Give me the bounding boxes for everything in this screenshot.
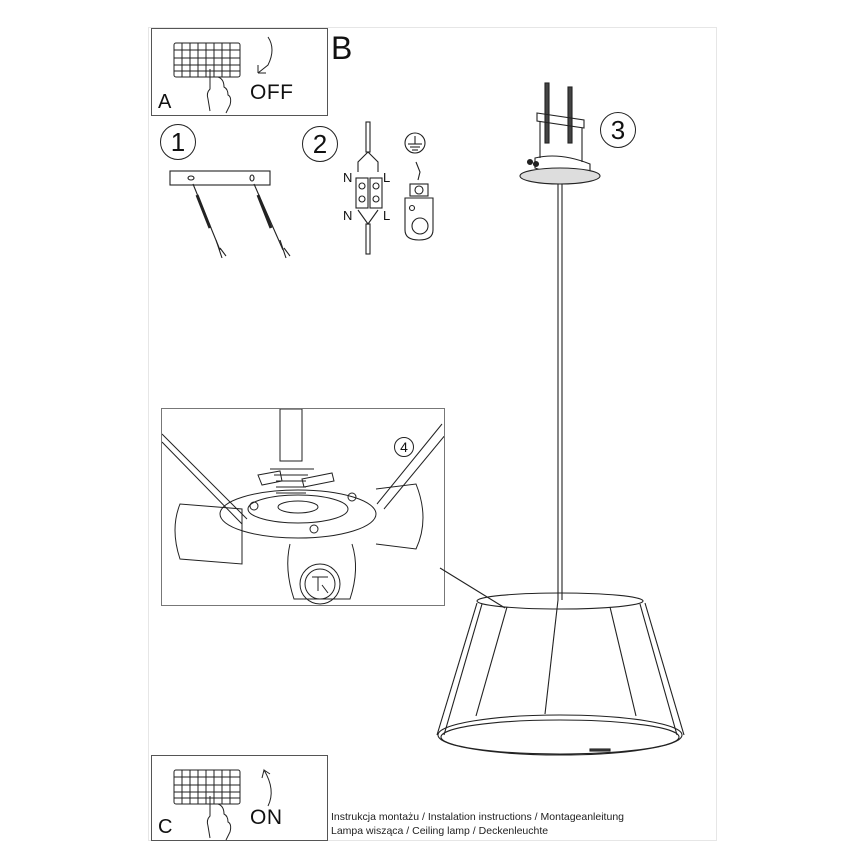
lampholder-detail-panel: 4: [161, 408, 445, 606]
circuit-breaker-on-icon: [173, 768, 272, 841]
neutral-label-bottom: N: [343, 208, 353, 223]
panel-c-switch-on: C ON: [151, 755, 328, 841]
switch-on-label: ON: [250, 806, 283, 829]
panel-letter-c: C: [158, 816, 173, 838]
caption-line-2: Lampa wisząca / Ceiling lamp / Deckenleu…: [331, 825, 549, 837]
switch-off-label: OFF: [250, 81, 294, 104]
panel-letter-a: A: [158, 91, 172, 113]
circuit-breaker-off-icon: [173, 36, 273, 114]
live-label-bottom: L: [383, 208, 391, 223]
live-label-top: L: [383, 170, 391, 185]
step-number-1: 1: [160, 124, 196, 160]
step-number-4: 4: [394, 437, 414, 457]
page-frame: [148, 27, 717, 841]
step-number-3: 3: [600, 112, 636, 148]
section-label-b: B: [331, 30, 353, 66]
neutral-label-top: N: [343, 170, 353, 185]
step-number-2: 2: [302, 126, 338, 162]
lampholder-detail-icon: [162, 409, 444, 605]
panel-a-switch-off: A OFF: [151, 28, 328, 116]
caption-line-1: Instrukcja montażu / Instalation instruc…: [331, 811, 624, 823]
